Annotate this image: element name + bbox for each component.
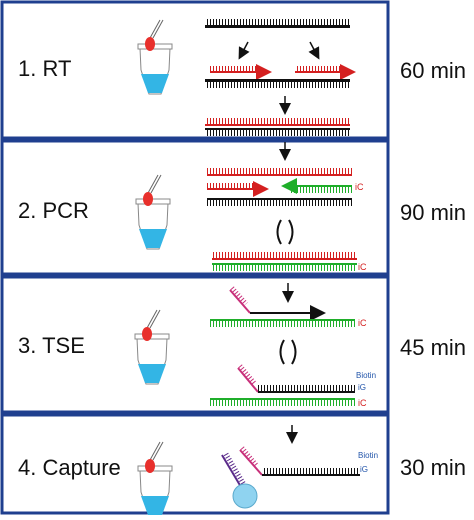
capture-diagram: Biotin iG [221, 425, 378, 509]
step-number: 2. [18, 198, 37, 223]
step-4-time: 30 min [400, 455, 467, 480]
panel-frames [0, 0, 390, 515]
step-2-time: 90 min [400, 200, 467, 225]
step-name: RT [42, 56, 72, 81]
step-3-time: 45 min [400, 335, 467, 360]
tube-icon [137, 441, 173, 517]
tse-diagram: iC Biotin iG iC [210, 283, 376, 408]
step-name: PCR [42, 198, 89, 223]
rt-diagram [205, 19, 356, 136]
tube-icon [135, 174, 171, 250]
biotin-label: Biotin [358, 451, 378, 460]
step-number: 1. [18, 56, 37, 81]
step-1-time: 60 min [400, 58, 467, 83]
tube-icon [137, 19, 173, 95]
tube-icon [134, 309, 170, 385]
ig-label: iG [358, 383, 366, 392]
biotin-label: Biotin [356, 371, 376, 380]
step-name: TSE [42, 333, 85, 358]
step-4-label: 4. Capture [18, 455, 121, 481]
capture-bead [232, 483, 258, 509]
ic-label: iC [358, 262, 367, 272]
ic-label: iC [358, 398, 367, 408]
step-number: 4. [18, 455, 37, 480]
step-2-label: 2. PCR [18, 198, 89, 224]
ic-label: iC [355, 182, 364, 192]
ic-label: iC [358, 318, 367, 328]
step-1-label: 1. RT [18, 56, 71, 82]
pcr-diagram: iC iC [207, 142, 367, 272]
ig-label: iG [360, 465, 368, 474]
step-number: 3. [18, 333, 37, 358]
step-name: Capture [42, 455, 121, 480]
step-3-label: 3. TSE [18, 333, 85, 359]
